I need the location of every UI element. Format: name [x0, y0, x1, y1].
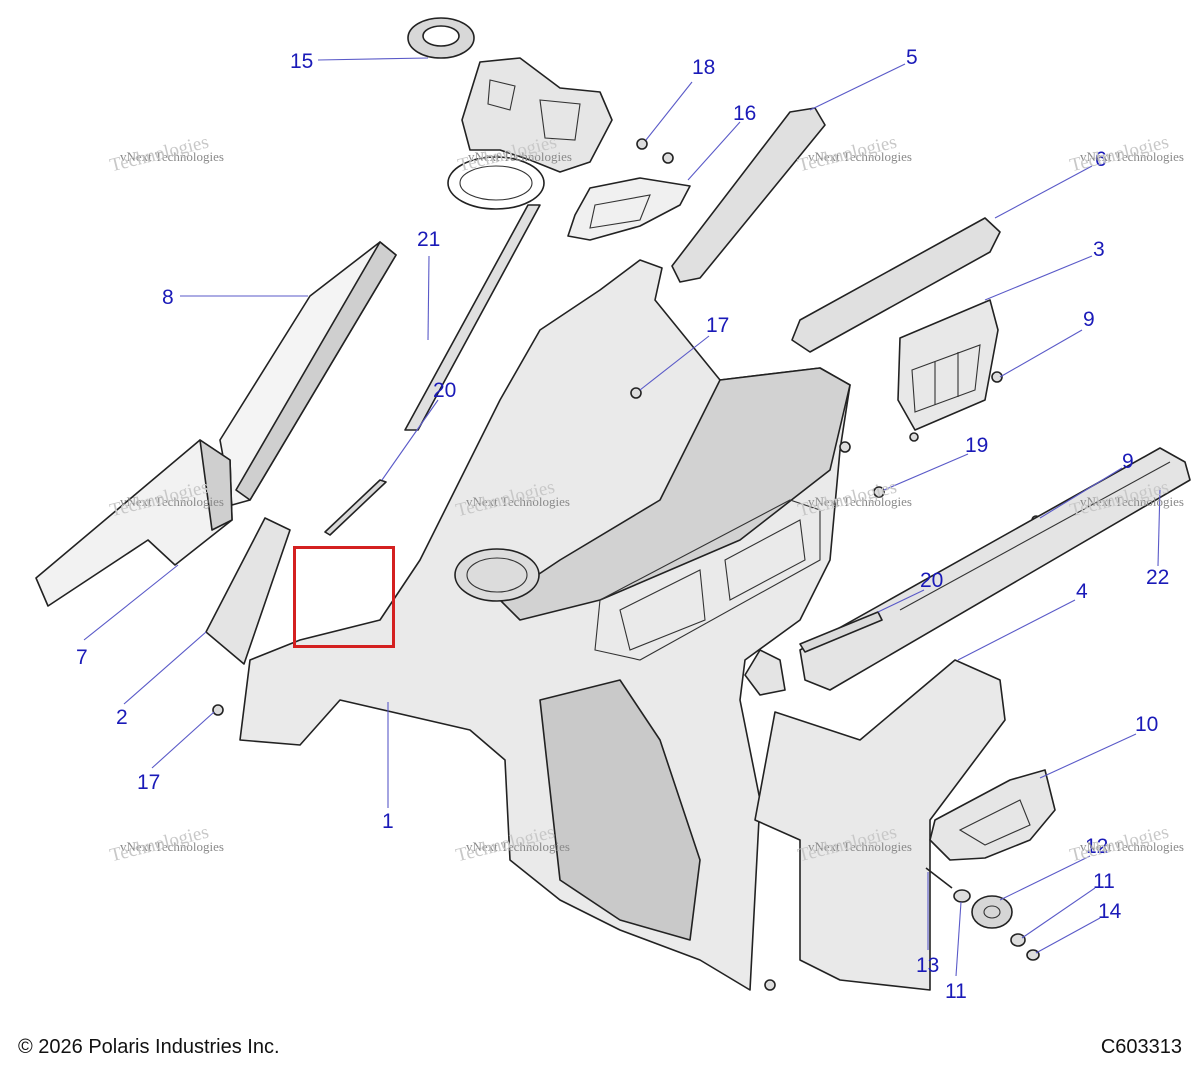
- callout-9-strip[interactable]: 9: [1122, 450, 1134, 473]
- callout-11-upper[interactable]: 11: [1093, 870, 1115, 893]
- callout-1[interactable]: 1: [382, 810, 394, 833]
- part-bracket-10[interactable]: [929, 769, 1056, 861]
- callout-3[interactable]: 3: [1093, 238, 1105, 261]
- callout-2[interactable]: 2: [116, 706, 128, 729]
- callout-19[interactable]: 19: [965, 434, 988, 457]
- leader-lines: [83, 57, 1161, 977]
- callout-17-lower[interactable]: 17: [137, 771, 160, 794]
- callout-22[interactable]: 22: [1146, 566, 1169, 589]
- callout-14[interactable]: 14: [1098, 900, 1122, 923]
- part-upper-bracket[interactable]: [447, 57, 613, 210]
- callout-7[interactable]: 7: [76, 646, 88, 669]
- callout-20-right[interactable]: 20: [920, 569, 943, 592]
- part-panel-4[interactable]: [754, 659, 1006, 991]
- part-pad-8[interactable]: [219, 241, 397, 506]
- callout-10[interactable]: 10: [1135, 713, 1158, 736]
- part-panel-2[interactable]: [205, 517, 291, 665]
- part-rod-20[interactable]: [324, 479, 883, 653]
- diagram-code: C603313: [1100, 1036, 1182, 1058]
- callout-13[interactable]: 13: [916, 954, 939, 977]
- callout-5[interactable]: 5: [906, 46, 918, 69]
- callout-8[interactable]: 8: [162, 286, 174, 309]
- callout-17-center[interactable]: 17: [706, 314, 729, 337]
- callout-18[interactable]: 18: [692, 56, 715, 79]
- part-pad-7[interactable]: [35, 439, 233, 607]
- callout-9-right[interactable]: 9: [1083, 308, 1095, 331]
- callout-11-lower[interactable]: 11: [945, 980, 967, 1003]
- callout-20-left[interactable]: 20: [433, 379, 456, 402]
- part-pad-5[interactable]: [671, 107, 826, 283]
- callout-labels: 15 18 5 16 6 8 21 3 17 9 20 19 9 7 22 20…: [76, 46, 1169, 1003]
- part-ring-seal[interactable]: [407, 17, 475, 59]
- callout-4[interactable]: 4: [1076, 580, 1088, 603]
- part-console-body[interactable]: [212, 259, 851, 991]
- part-vent-3[interactable]: [897, 299, 1003, 442]
- part-trim-22[interactable]: [799, 447, 1191, 691]
- part-fasteners-top[interactable]: [636, 138, 674, 164]
- callout-12[interactable]: 12: [1085, 835, 1108, 858]
- callout-6[interactable]: 6: [1095, 148, 1107, 171]
- copyright-text: © 2026 Polaris Industries Inc.: [18, 1036, 280, 1058]
- part-strip-21[interactable]: [404, 204, 541, 431]
- highlight-box: [293, 546, 395, 648]
- part-plate[interactable]: [567, 177, 691, 241]
- callout-16[interactable]: 16: [733, 102, 756, 125]
- callout-21[interactable]: 21: [417, 228, 440, 251]
- part-hardware-stack[interactable]: [925, 867, 1040, 961]
- part-pad-6[interactable]: [791, 217, 1001, 353]
- callout-15[interactable]: 15: [290, 50, 313, 73]
